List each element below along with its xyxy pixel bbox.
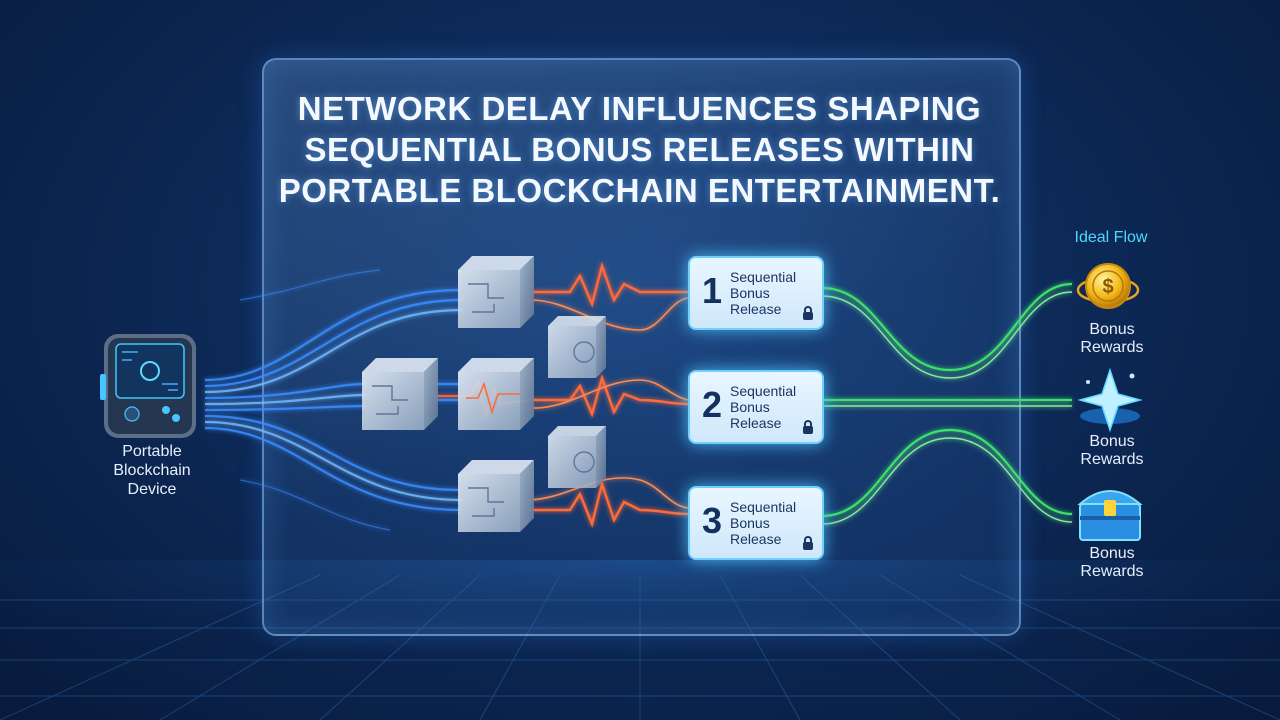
lock-icon <box>803 306 813 320</box>
step-label-line: Release <box>730 415 782 431</box>
svg-text:$: $ <box>1102 276 1113 298</box>
device-label-line: Blockchain <box>113 462 191 479</box>
block-cube <box>362 358 438 430</box>
reward-label-2: Bonus Rewards <box>1062 433 1162 469</box>
diagram-title: NETWORK DELAY INFLUENCES SHAPING SEQUENT… <box>262 88 1017 211</box>
block-cube <box>548 426 606 488</box>
step-label-line: Sequential <box>730 499 797 515</box>
step-card-1: 1 Sequential Bonus Release <box>688 256 824 330</box>
step-card-2: 2 Sequential Bonus Release <box>688 370 824 444</box>
lock-icon <box>803 420 813 434</box>
reward-label-line: Rewards <box>1080 451 1144 468</box>
step-number: 2 <box>702 384 723 425</box>
step-label-line: Sequential <box>730 269 797 285</box>
reward-label-line: Rewards <box>1080 563 1144 580</box>
step-label-line: Bonus <box>730 515 770 531</box>
block-cube <box>458 460 534 532</box>
floor-grid <box>0 560 1280 720</box>
star-crystal-icon <box>1077 367 1143 433</box>
step-label-line: Release <box>730 301 782 317</box>
step-card-3: 3 Sequential Bonus Release <box>688 486 824 560</box>
reward-label-line: Bonus <box>1089 321 1135 338</box>
step-number: 1 <box>702 270 723 311</box>
lock-icon <box>803 536 813 550</box>
step-label: Sequential Bonus Release <box>730 383 814 431</box>
block-cube <box>458 358 534 430</box>
ideal-flow-label: Ideal Flow <box>1074 229 1148 246</box>
reward-label-3: Bonus Rewards <box>1062 545 1162 581</box>
ideal-flow-streams <box>821 282 1073 525</box>
reward-label-line: Rewards <box>1080 339 1144 356</box>
title-line-2: SEQUENTIAL BONUS RELEASES WITHIN <box>304 131 975 168</box>
step-label-line: Sequential <box>730 383 797 399</box>
step-number: 3 <box>702 500 723 541</box>
incoming-data-streams <box>204 269 463 531</box>
title-line-3: PORTABLE BLOCKCHAIN ENTERTAINMENT. <box>278 172 1001 209</box>
title-line-1: NETWORK DELAY INFLUENCES SHAPING <box>297 90 982 127</box>
step-label-line: Bonus <box>730 285 770 301</box>
device-label-line: Portable <box>122 443 182 460</box>
reward-label-line: Bonus <box>1089 545 1135 562</box>
treasure-chest-icon <box>1077 490 1143 541</box>
step-label: Sequential Bonus Release <box>730 269 814 317</box>
block-cube <box>548 316 606 378</box>
handheld-device-icon <box>100 334 196 438</box>
coin-icon: $ <box>1076 263 1140 309</box>
reward-label-1: Bonus Rewards <box>1062 321 1162 357</box>
device-label: Portable Blockchain Device <box>92 442 212 499</box>
step-label: Sequential Bonus Release <box>730 499 814 547</box>
block-cube <box>458 256 534 328</box>
reward-label-line: Bonus <box>1089 433 1135 450</box>
step-label-line: Bonus <box>730 399 770 415</box>
device-label-line: Device <box>127 481 177 498</box>
step-label-line: Release <box>730 531 782 547</box>
